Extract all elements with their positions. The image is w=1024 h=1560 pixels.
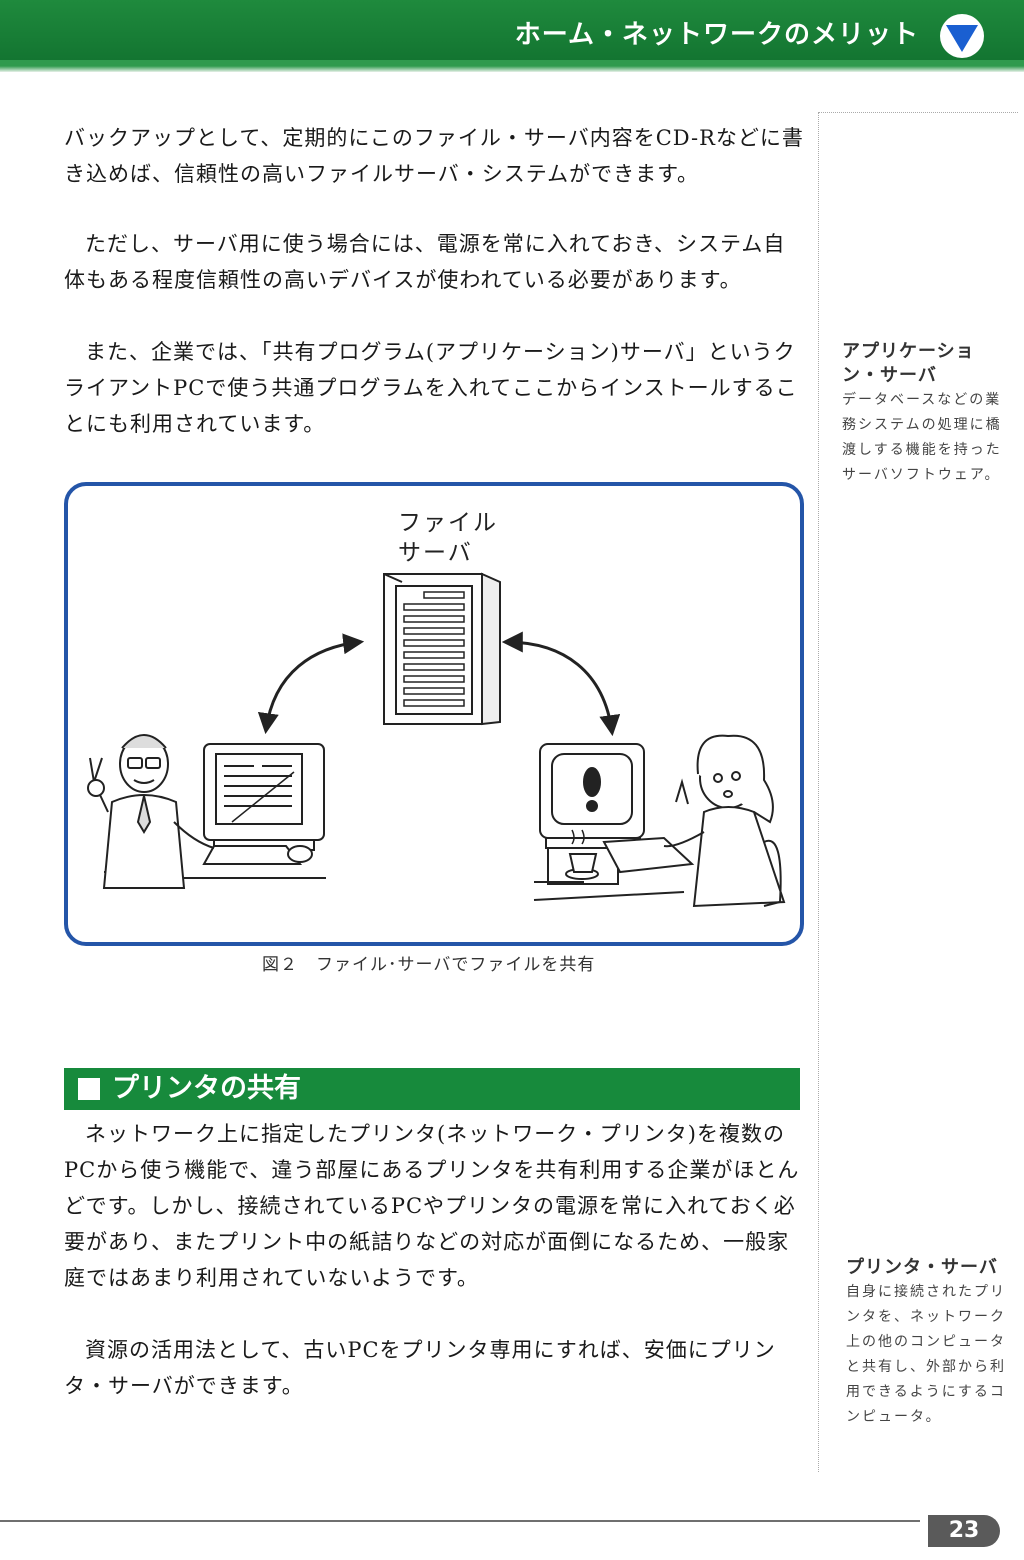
file-server-label: ファイル サーバ bbox=[398, 508, 498, 568]
paragraph-printer-sharing: ネットワーク上に指定したプリンタ(ネットワーク・プリンタ)を複数のPCから使う機… bbox=[64, 1122, 800, 1290]
left-arrow bbox=[257, 633, 365, 735]
file-server-illustration bbox=[87, 572, 786, 908]
figure-frame bbox=[64, 482, 804, 946]
section-heading-bar bbox=[64, 1068, 800, 1110]
sidebar-top-divider bbox=[818, 112, 1018, 113]
chapter-header-band bbox=[0, 0, 1024, 60]
note-title: プリンタ・サーバ bbox=[846, 1257, 998, 1278]
paragraph-server-power: ただし、サーバ用に使う場合には、電源を常に入れておき、システム自体もある程度信頼… bbox=[64, 232, 786, 292]
chapter-header-underline bbox=[0, 60, 1024, 72]
note-title: アプリケーション・サーバ bbox=[842, 341, 975, 386]
sidebar-note-application-server: アプリケーション・サーバ データベースなどの業務システムの処理に橋渡しする機能を… bbox=[842, 340, 1002, 488]
file-server-label-line1: ファイル bbox=[398, 510, 498, 536]
figure-caption: 図２ ファイル･サーバでファイルを共有 bbox=[262, 955, 596, 975]
man-at-computer-icon bbox=[87, 734, 326, 889]
footer-rule bbox=[0, 1520, 920, 1522]
file-server-label-line2: サーバ bbox=[398, 540, 473, 566]
right-arrow bbox=[501, 631, 621, 737]
square-bullet-icon bbox=[78, 1078, 100, 1100]
section-title: プリンタの共有 bbox=[112, 1073, 301, 1104]
chapter-title: ホーム・ネットワークのメリット bbox=[514, 20, 919, 50]
down-triangle-icon bbox=[940, 14, 984, 58]
sidebar-divider bbox=[818, 112, 819, 1472]
paragraph-application-server: また、企業では、「共有プログラム(アプリケーション)サーバ」というクライアントP… bbox=[64, 340, 798, 436]
note-body: データベースなどの業務システムの処理に橋渡しする機能を持ったサーバソフトウェア。 bbox=[842, 392, 1002, 483]
paragraph-old-pc-print-server: 資源の活用法として、古いPCをプリンタ専用にすれば、安価にプリンタ・サーバができ… bbox=[64, 1338, 776, 1398]
note-body: 自身に接続されたプリンタを、ネットワーク上の他のコンピュータと共有し、外部から利… bbox=[846, 1284, 1006, 1425]
sidebar-note-print-server: プリンタ・サーバ 自身に接続されたプリンタを、ネットワーク上の他のコンピュータと… bbox=[846, 1256, 1006, 1430]
woman-at-computer-icon bbox=[533, 734, 786, 908]
page-number: 23 bbox=[928, 1515, 1000, 1547]
paragraph-backup: バックアップとして、定期的にこのファイル・サーバ内容をCD-Rなどに書き込めば、… bbox=[64, 126, 804, 186]
server-icon bbox=[383, 572, 501, 726]
